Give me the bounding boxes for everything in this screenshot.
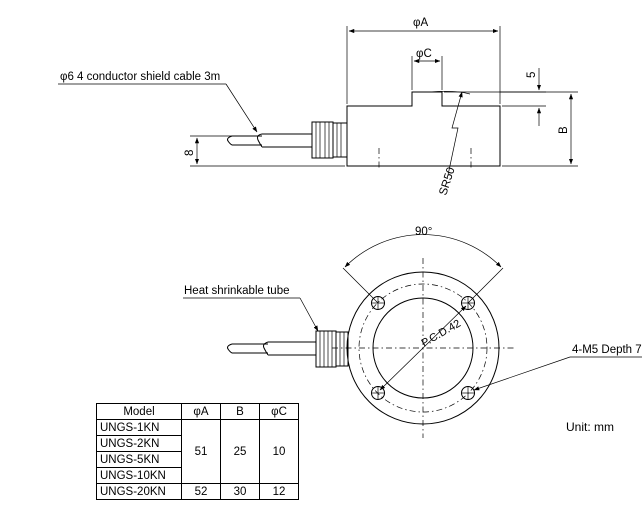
cell-b: 30 [220,483,260,500]
cell-model: UNGS-1KN [96,419,182,436]
cable-gland-top [315,330,349,368]
header-model: Model [96,403,182,420]
tube-label: Heat shrinkable tube [184,285,289,297]
table-header-row: Model φA B φC [96,403,299,420]
cell-model: UNGS-20KN [96,483,182,500]
cell-c: 12 [259,483,299,500]
cable-label: φ6 4 conductor shield cable 3m [60,71,220,83]
radius-label: SR50 [437,166,457,197]
cable-top [227,341,316,356]
dim-a-label: φA [413,17,428,29]
dim-5-label: 5 [526,72,538,78]
cell-c-group: 10 [259,419,299,484]
cable-gland [311,121,348,159]
dim-8-label: 8 [184,150,196,156]
angle-label: 90° [415,226,432,238]
header-c: φC [259,403,299,420]
table-row: UNGS-2KN [96,435,299,452]
model-spec-table: Model φA B φC UNGS-1KN 51 25 10 UNGS-2KN… [96,403,299,500]
table-row: UNGS-1KN 51 25 10 [96,419,299,484]
dim-c-label: φC [416,48,432,60]
cell-model: UNGS-2KN [96,435,182,452]
header-b: B [220,403,260,420]
table-row: UNGS-20KN 52 30 12 [96,483,299,500]
sensor-body-side [346,91,501,167]
cell-b-group: 25 [220,419,260,484]
cell-model: UNGS-5KN [96,451,182,468]
dim-b-label: B [558,126,570,134]
unit-label: Unit: mm [566,420,614,434]
table-row: UNGS-10KN [96,467,299,484]
cell-model: UNGS-10KN [96,467,182,484]
holes-label: 4-M5 Depth 7 [572,344,642,356]
cable [227,133,312,148]
side-view: φA φC 5 B 8 φ6 4 conductor shield cable … [58,17,578,197]
header-a: φA [181,403,221,420]
cell-a: 52 [181,483,221,500]
cell-a-group: 51 [181,419,221,484]
pcd-label: P.C.D.42 [420,318,463,350]
